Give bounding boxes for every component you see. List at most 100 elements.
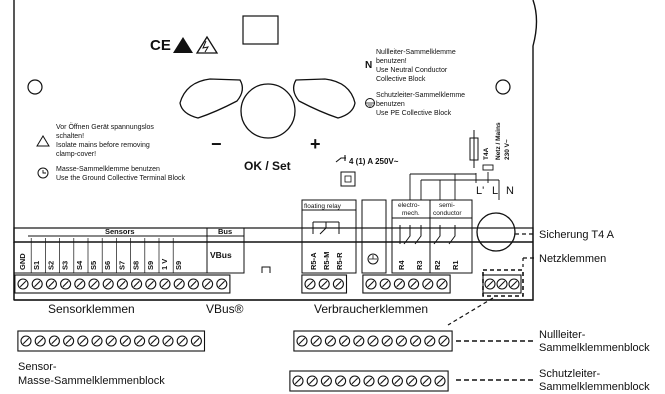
mains-terminal-strip [482,274,522,294]
sensor-label-11: S9 [174,261,183,270]
sensor-masse-block-screw[interactable] [148,335,160,347]
schutzleiter-block-screw[interactable] [406,375,418,387]
relay-terminal-strip-screw[interactable] [379,278,391,290]
relay-block [391,199,473,274]
relay-label-0: R4 [397,260,406,270]
nullleiter-block-screw[interactable] [339,335,351,347]
sensor-terminal-strip-screw[interactable] [187,278,199,290]
hazard-warning-icon [195,35,219,54]
sensor-masse-block-screw[interactable] [134,335,146,347]
sensor-masse-block-screw[interactable] [176,335,188,347]
nullleiter-block-screw[interactable] [438,335,450,347]
mains-terminal-L-prime: L' [476,185,484,197]
nullleiter-block-screw[interactable] [410,335,422,347]
sensor-terminal-strip-screw[interactable] [159,278,171,290]
sensor-masse-block-screw[interactable] [20,335,32,347]
floating-relay-terminal-strip-screw[interactable] [304,278,316,290]
nullleiter-block-screw[interactable] [296,335,308,347]
relay-terminal-strip-screw[interactable] [393,278,405,290]
sensor-masse-block-screw[interactable] [63,335,75,347]
relay-led [340,171,356,187]
nullleiter-block-screw[interactable] [395,335,407,347]
schutzleiter-block-screw[interactable] [292,375,304,387]
relay-terminal-strip-screw[interactable] [436,278,448,290]
warning-triangle-icon [36,135,50,147]
sensor-label-3: S3 [61,261,70,270]
sensor-terminal-strip-screw[interactable] [74,278,86,290]
sensor-masse-block-screw[interactable] [77,335,89,347]
relay-bus-lines [409,173,499,200]
fuse-cap[interactable] [476,212,516,252]
plus-label: + [310,134,321,154]
mains-terminal-strip-screw[interactable] [508,278,520,290]
sensor-terminal-strip-screw[interactable] [202,278,214,290]
sensor-header [13,227,245,274]
semiconductor-label-1: semi- [439,202,455,209]
sensor-masse-block-screw[interactable] [105,335,117,347]
right-button[interactable] [292,78,356,119]
minus-label: − [211,134,222,154]
schutzleiter-block-screw[interactable] [335,375,347,387]
schutzleiter-block-screw[interactable] [434,375,446,387]
ok-set-label: OK / Set [244,159,291,173]
sensor-masse-block-screw[interactable] [190,335,202,347]
sensor-terminal-strip-screw[interactable] [31,278,43,290]
floating-relay-terminal-strip-screw[interactable] [318,278,330,290]
left-button[interactable] [179,78,244,119]
sensor-terminal-strip-screw[interactable] [88,278,100,290]
schutzleiter-block-screw[interactable] [420,375,432,387]
sensor-masse-block [17,330,206,352]
nullleiter-block-screw[interactable] [310,335,322,347]
sensor-terminal-strip-screw[interactable] [45,278,57,290]
sensor-terminal-strip-screw[interactable] [131,278,143,290]
sensor-terminal-strip-screw[interactable] [173,278,185,290]
relay-terminal-strip-screw[interactable] [365,278,377,290]
warning-line-2: schalten! [56,133,84,140]
sensor-terminal-strip-screw[interactable] [102,278,114,290]
sensor-terminal-strip-screw[interactable] [60,278,72,290]
relay-terminal-strip-screw[interactable] [422,278,434,290]
vbus-terminal-label: VBus [210,250,232,260]
sensor-masse-block-screw[interactable] [34,335,46,347]
schutzleiter-block-screw[interactable] [320,375,332,387]
schutzleiter-block-screw[interactable] [349,375,361,387]
warning-line-4: clamp-cover! [56,151,96,158]
pe-line-3: Use PE Collective Block [376,110,452,117]
sensor-masse-block-screw[interactable] [119,335,131,347]
nullleiter-label-1: Nullleiter- [539,329,586,341]
nullleiter-block-screw[interactable] [424,335,436,347]
relay-terminal-strip-screw[interactable] [408,278,420,290]
floating-relay-terminal-strip-screw[interactable] [332,278,344,290]
display-window [242,15,279,45]
sensor-masse-block-screw[interactable] [91,335,103,347]
nullleiter-label-2: Sammelklemmenblock [539,342,650,354]
sensor-terminal-strip-screw[interactable] [145,278,157,290]
nullleiter-block-screw[interactable] [353,335,365,347]
sensor-terminal-strip-screw[interactable] [116,278,128,290]
mounting-hole-right [495,79,511,95]
mains-terminal-strip-screw[interactable] [496,278,508,290]
mains-line-1: Netz / Mains [495,122,502,160]
sensor-masse-block-screw[interactable] [48,335,60,347]
relay-terminal-strip [362,274,451,294]
ce-mark: CE [150,37,171,54]
schutzleiter-block-screw[interactable] [391,375,403,387]
schutzleiter-block-screw[interactable] [363,375,375,387]
schutzleiter-block-screw[interactable] [306,375,318,387]
schutzleiter-block-screw[interactable] [377,375,389,387]
sensor-terminal-strip-screw[interactable] [216,278,228,290]
sensors-header-label: Sensors [105,227,135,236]
ok-set-button[interactable] [240,83,296,139]
neutral-line-4: Collective Block [376,76,426,83]
nullleiter-block-screw[interactable] [367,335,379,347]
mains-terminal-strip-screw[interactable] [484,278,496,290]
relay-label-2: R2 [433,260,442,270]
nullleiter-block-screw[interactable] [324,335,336,347]
sensor-label-5: S5 [89,261,98,270]
nullleiter-block-screw[interactable] [381,335,393,347]
sensor-masse-block-screw[interactable] [162,335,174,347]
floating-relay-label: floating relay [304,203,342,210]
sicherung-label: Sicherung T4 A [539,229,615,241]
floating-relay-label-0: R5-A [309,252,318,270]
sensor-terminal-strip-screw[interactable] [17,278,29,290]
